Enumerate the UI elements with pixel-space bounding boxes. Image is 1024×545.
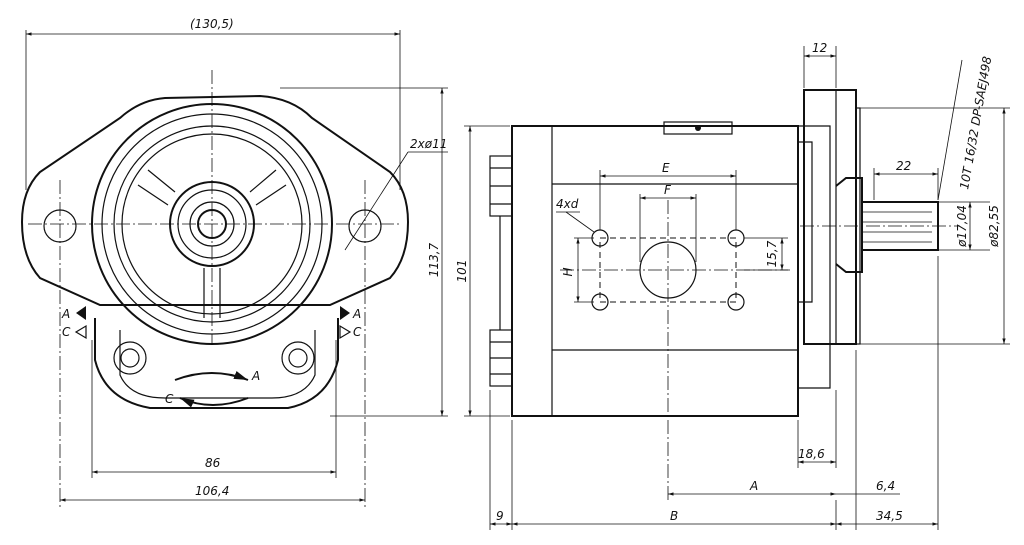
flange-thickness-label: 12 xyxy=(812,41,827,55)
dim-18-6-label: 18,6 xyxy=(798,447,825,461)
flange-outline xyxy=(20,94,410,306)
dim-a-label: A xyxy=(749,479,758,493)
spline-length-label: 22 xyxy=(896,159,911,173)
port-boss xyxy=(94,318,339,409)
pilot-diameter-label: ø82,55 xyxy=(987,205,1001,248)
nameplate xyxy=(663,121,733,135)
marker-left-a: A xyxy=(61,307,70,321)
rotation-c-label: C xyxy=(165,392,174,406)
port-e-label: E xyxy=(662,161,670,175)
port-h-label: H xyxy=(561,267,575,276)
marker-left-c: C xyxy=(62,325,71,339)
body-height-label: 101 xyxy=(455,260,469,283)
dim-6-4-label: 6,4 xyxy=(876,479,895,493)
pump-body xyxy=(511,125,799,417)
front-view: A C A C A C (130,5) 2xø11 113,7 86 106,4 xyxy=(20,17,448,510)
marker-arrow-left-open xyxy=(74,324,87,340)
marker-right-a: A xyxy=(352,307,361,321)
port-threads-label: 4xd xyxy=(556,197,579,211)
marker-right-c: C xyxy=(353,325,362,339)
mount-holes-label: 2xø11 xyxy=(410,137,447,151)
height-label: 113,7 xyxy=(427,242,441,277)
port-spacing-label: 86 xyxy=(205,456,221,470)
marker-arrow-left-filled xyxy=(76,306,86,320)
marker-arrow-right-filled xyxy=(340,306,350,320)
shaft-collar xyxy=(835,177,863,273)
spline-diameter-label: ø17,04 xyxy=(955,205,969,248)
rotation-arrow-a xyxy=(174,371,249,381)
port-left xyxy=(113,341,147,375)
port-offset-label: 15,7 xyxy=(765,240,779,267)
rotation-a-label: A xyxy=(251,369,260,383)
marker-arrow-right-open xyxy=(339,324,352,340)
dim-b-label: B xyxy=(670,509,678,523)
rotation-arrow-c xyxy=(179,397,249,408)
side-view: E F 4xd H 15,7 12 10T 16/32 DP-SAEJ498 2… xyxy=(455,41,1010,530)
overall-width-label: (130,5) xyxy=(190,17,234,31)
dim-34-5-label: 34,5 xyxy=(876,509,903,523)
port-f-label: F xyxy=(664,183,672,197)
hole-spacing-label: 106,4 xyxy=(195,484,229,498)
port-right xyxy=(281,341,315,375)
dim-9-label: 9 xyxy=(496,509,504,523)
spline-spec-label: 10T 16/32 DP-SAEJ498 xyxy=(957,55,994,191)
